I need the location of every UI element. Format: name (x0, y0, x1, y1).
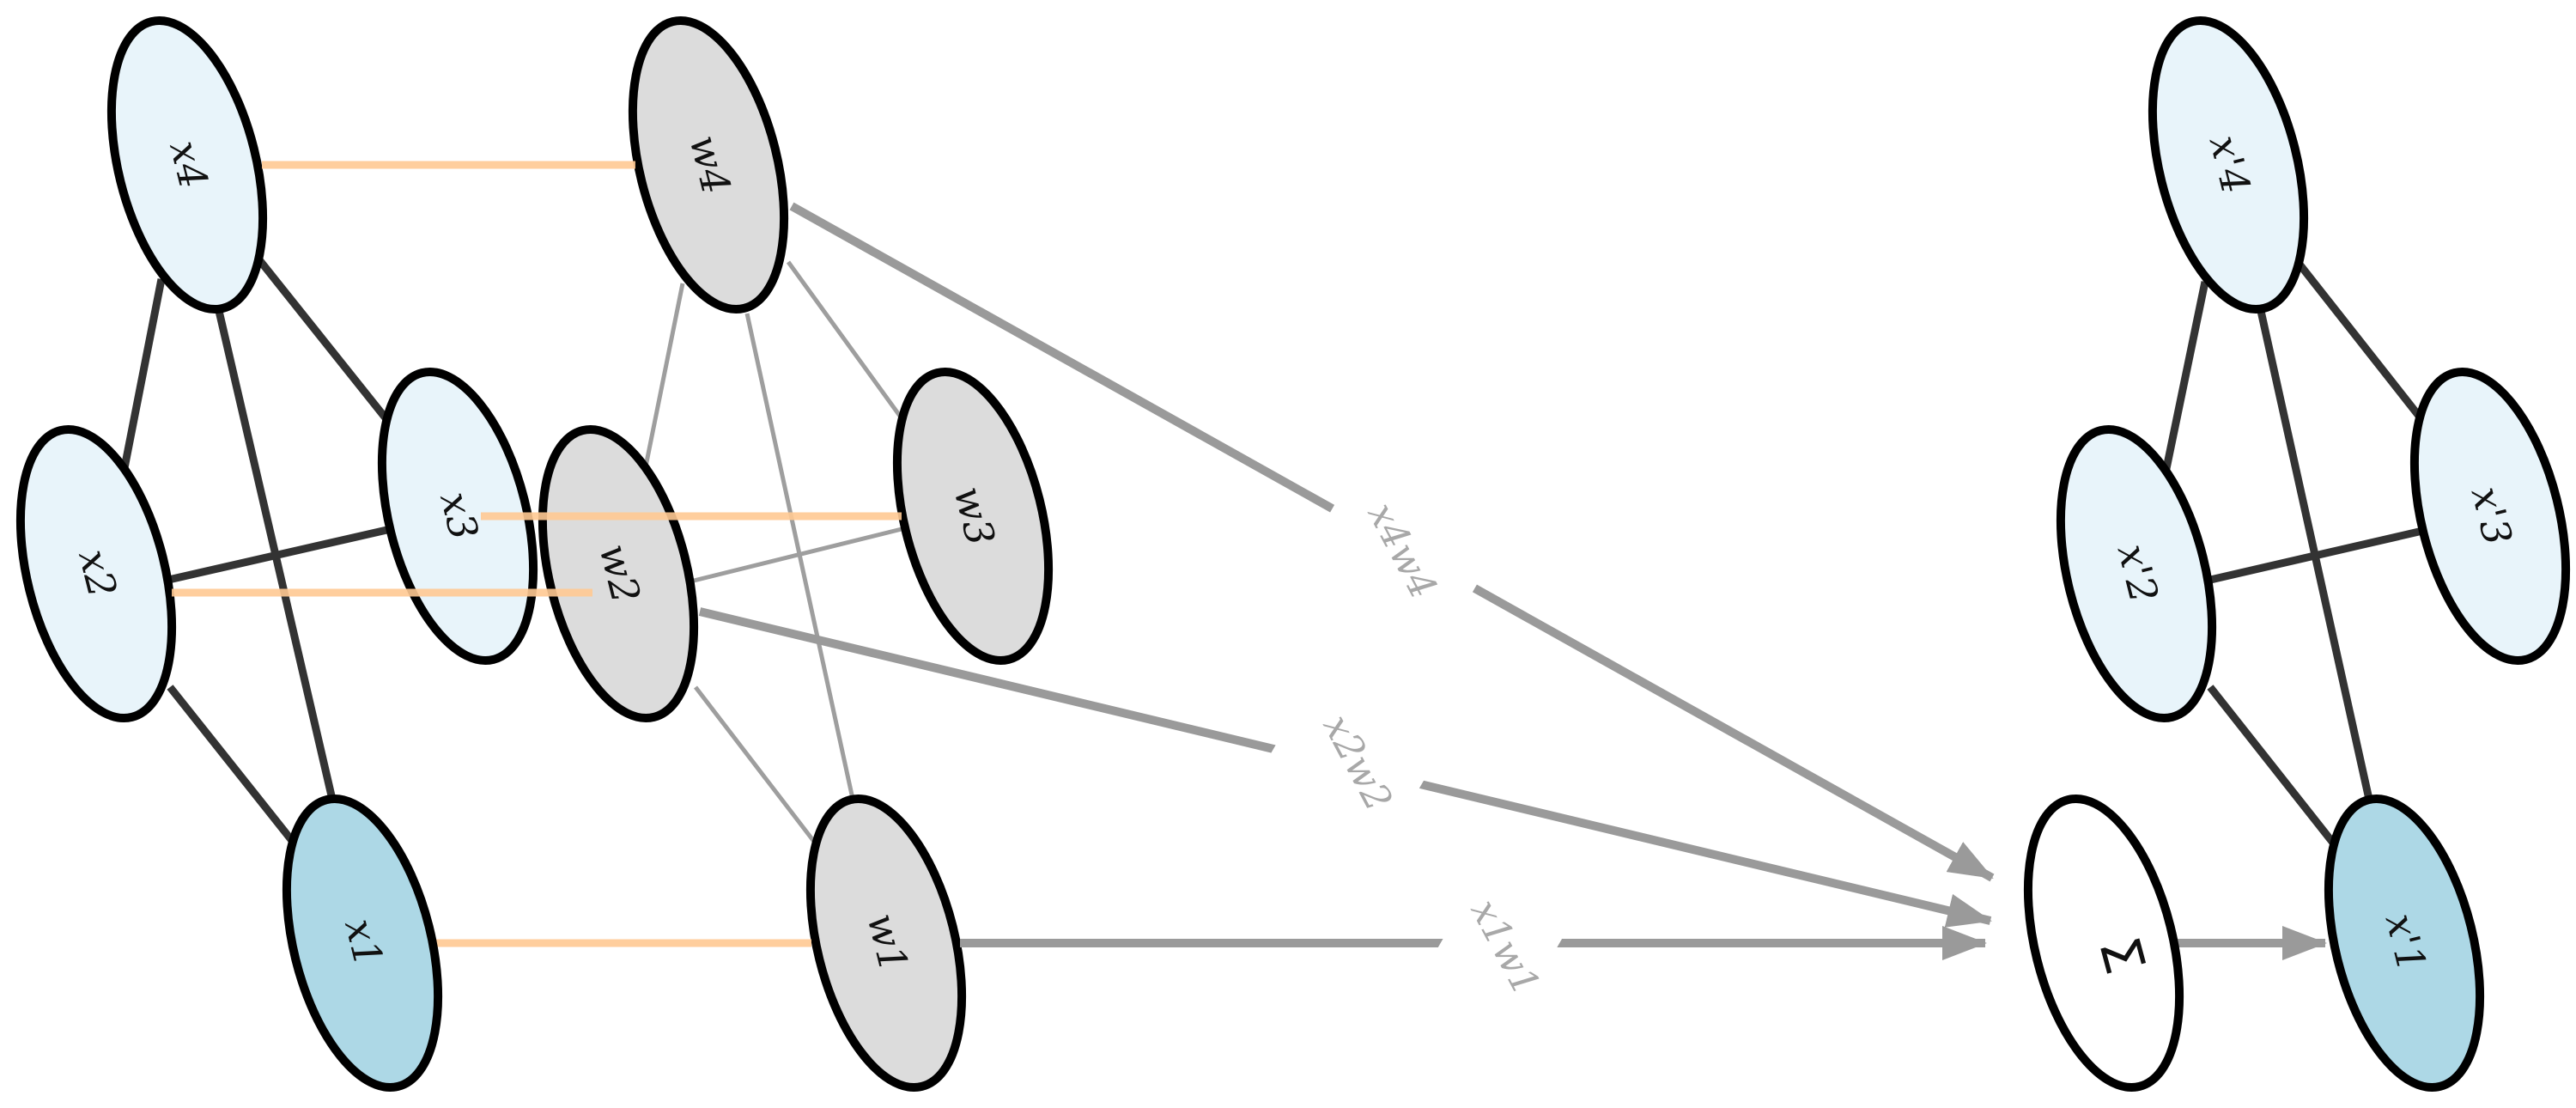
label-x4: x4 (161, 136, 217, 193)
node-w3 (892, 367, 1054, 666)
output-graph-nodes (2056, 15, 2571, 1093)
label-x3: x3 (431, 487, 488, 545)
edge-w2-w3 (693, 527, 902, 583)
edge-x4p-x2p (2160, 281, 2209, 482)
edge-w2-w1 (694, 685, 819, 848)
input-graph-nodes (15, 15, 538, 723)
edge-x4-x2 (118, 278, 166, 482)
edge-x4-x3 (247, 247, 390, 422)
weight-graph-nodes (538, 15, 1054, 1093)
edge-w4-w3 (786, 260, 904, 420)
edge-x2-x1 (167, 685, 300, 849)
aggregator-node (2023, 794, 2184, 1093)
weight-graph-edges (641, 260, 904, 848)
input-graph-edges (118, 247, 392, 849)
input-graph-target (282, 794, 443, 1093)
edge-x2p-x3p (2205, 525, 2432, 585)
edge-x2p-x1p (2207, 685, 2339, 849)
message-label-backgrounds (1252, 473, 1564, 1024)
node-x3 (377, 367, 538, 666)
label-x2: x2 (70, 545, 126, 602)
edge-x4p-x3p (2291, 255, 2425, 422)
pairing-edges (172, 161, 902, 947)
edge-x2-x3 (163, 525, 392, 585)
node-sum (2023, 794, 2184, 1093)
node-w1 (805, 794, 967, 1093)
node-x4 (106, 15, 268, 314)
node-x4p (2148, 15, 2309, 314)
edge-w4-w2 (641, 283, 685, 476)
output-graph-edges (2160, 255, 2432, 849)
label-x1: x1 (336, 914, 392, 971)
node-x2 (15, 424, 177, 723)
node-w4 (628, 15, 789, 314)
node-x3p (2409, 367, 2571, 666)
node-x1 (282, 794, 443, 1093)
node-x2p (2056, 424, 2217, 723)
node-x1p (2324, 794, 2485, 1093)
